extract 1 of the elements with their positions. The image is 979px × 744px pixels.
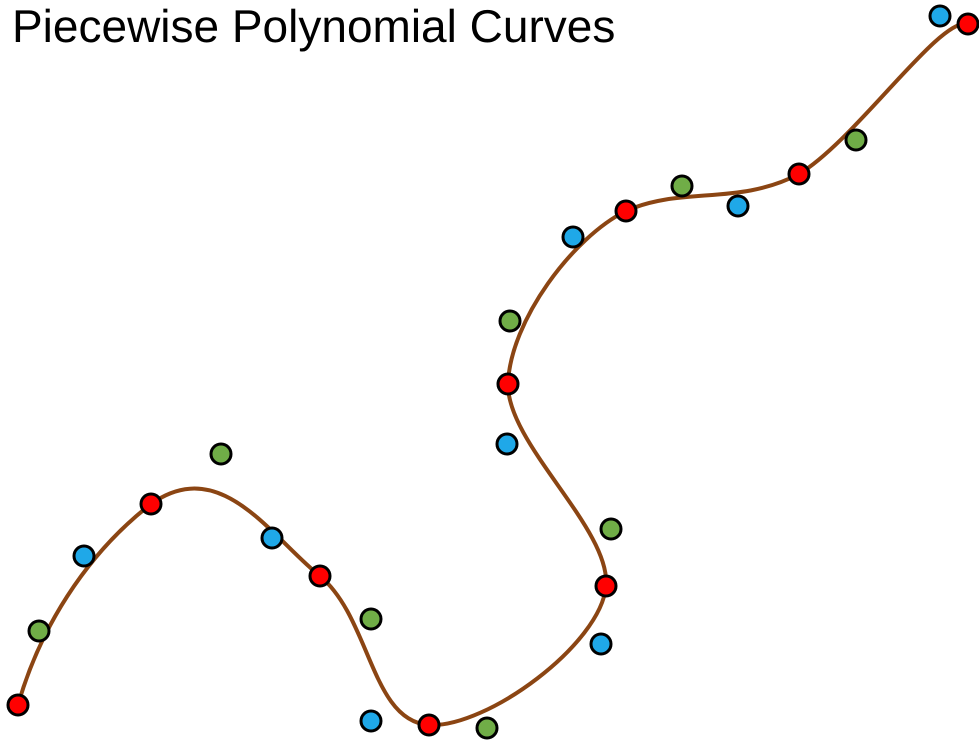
- title: Piecewise Polynomial Curves: [12, 0, 616, 54]
